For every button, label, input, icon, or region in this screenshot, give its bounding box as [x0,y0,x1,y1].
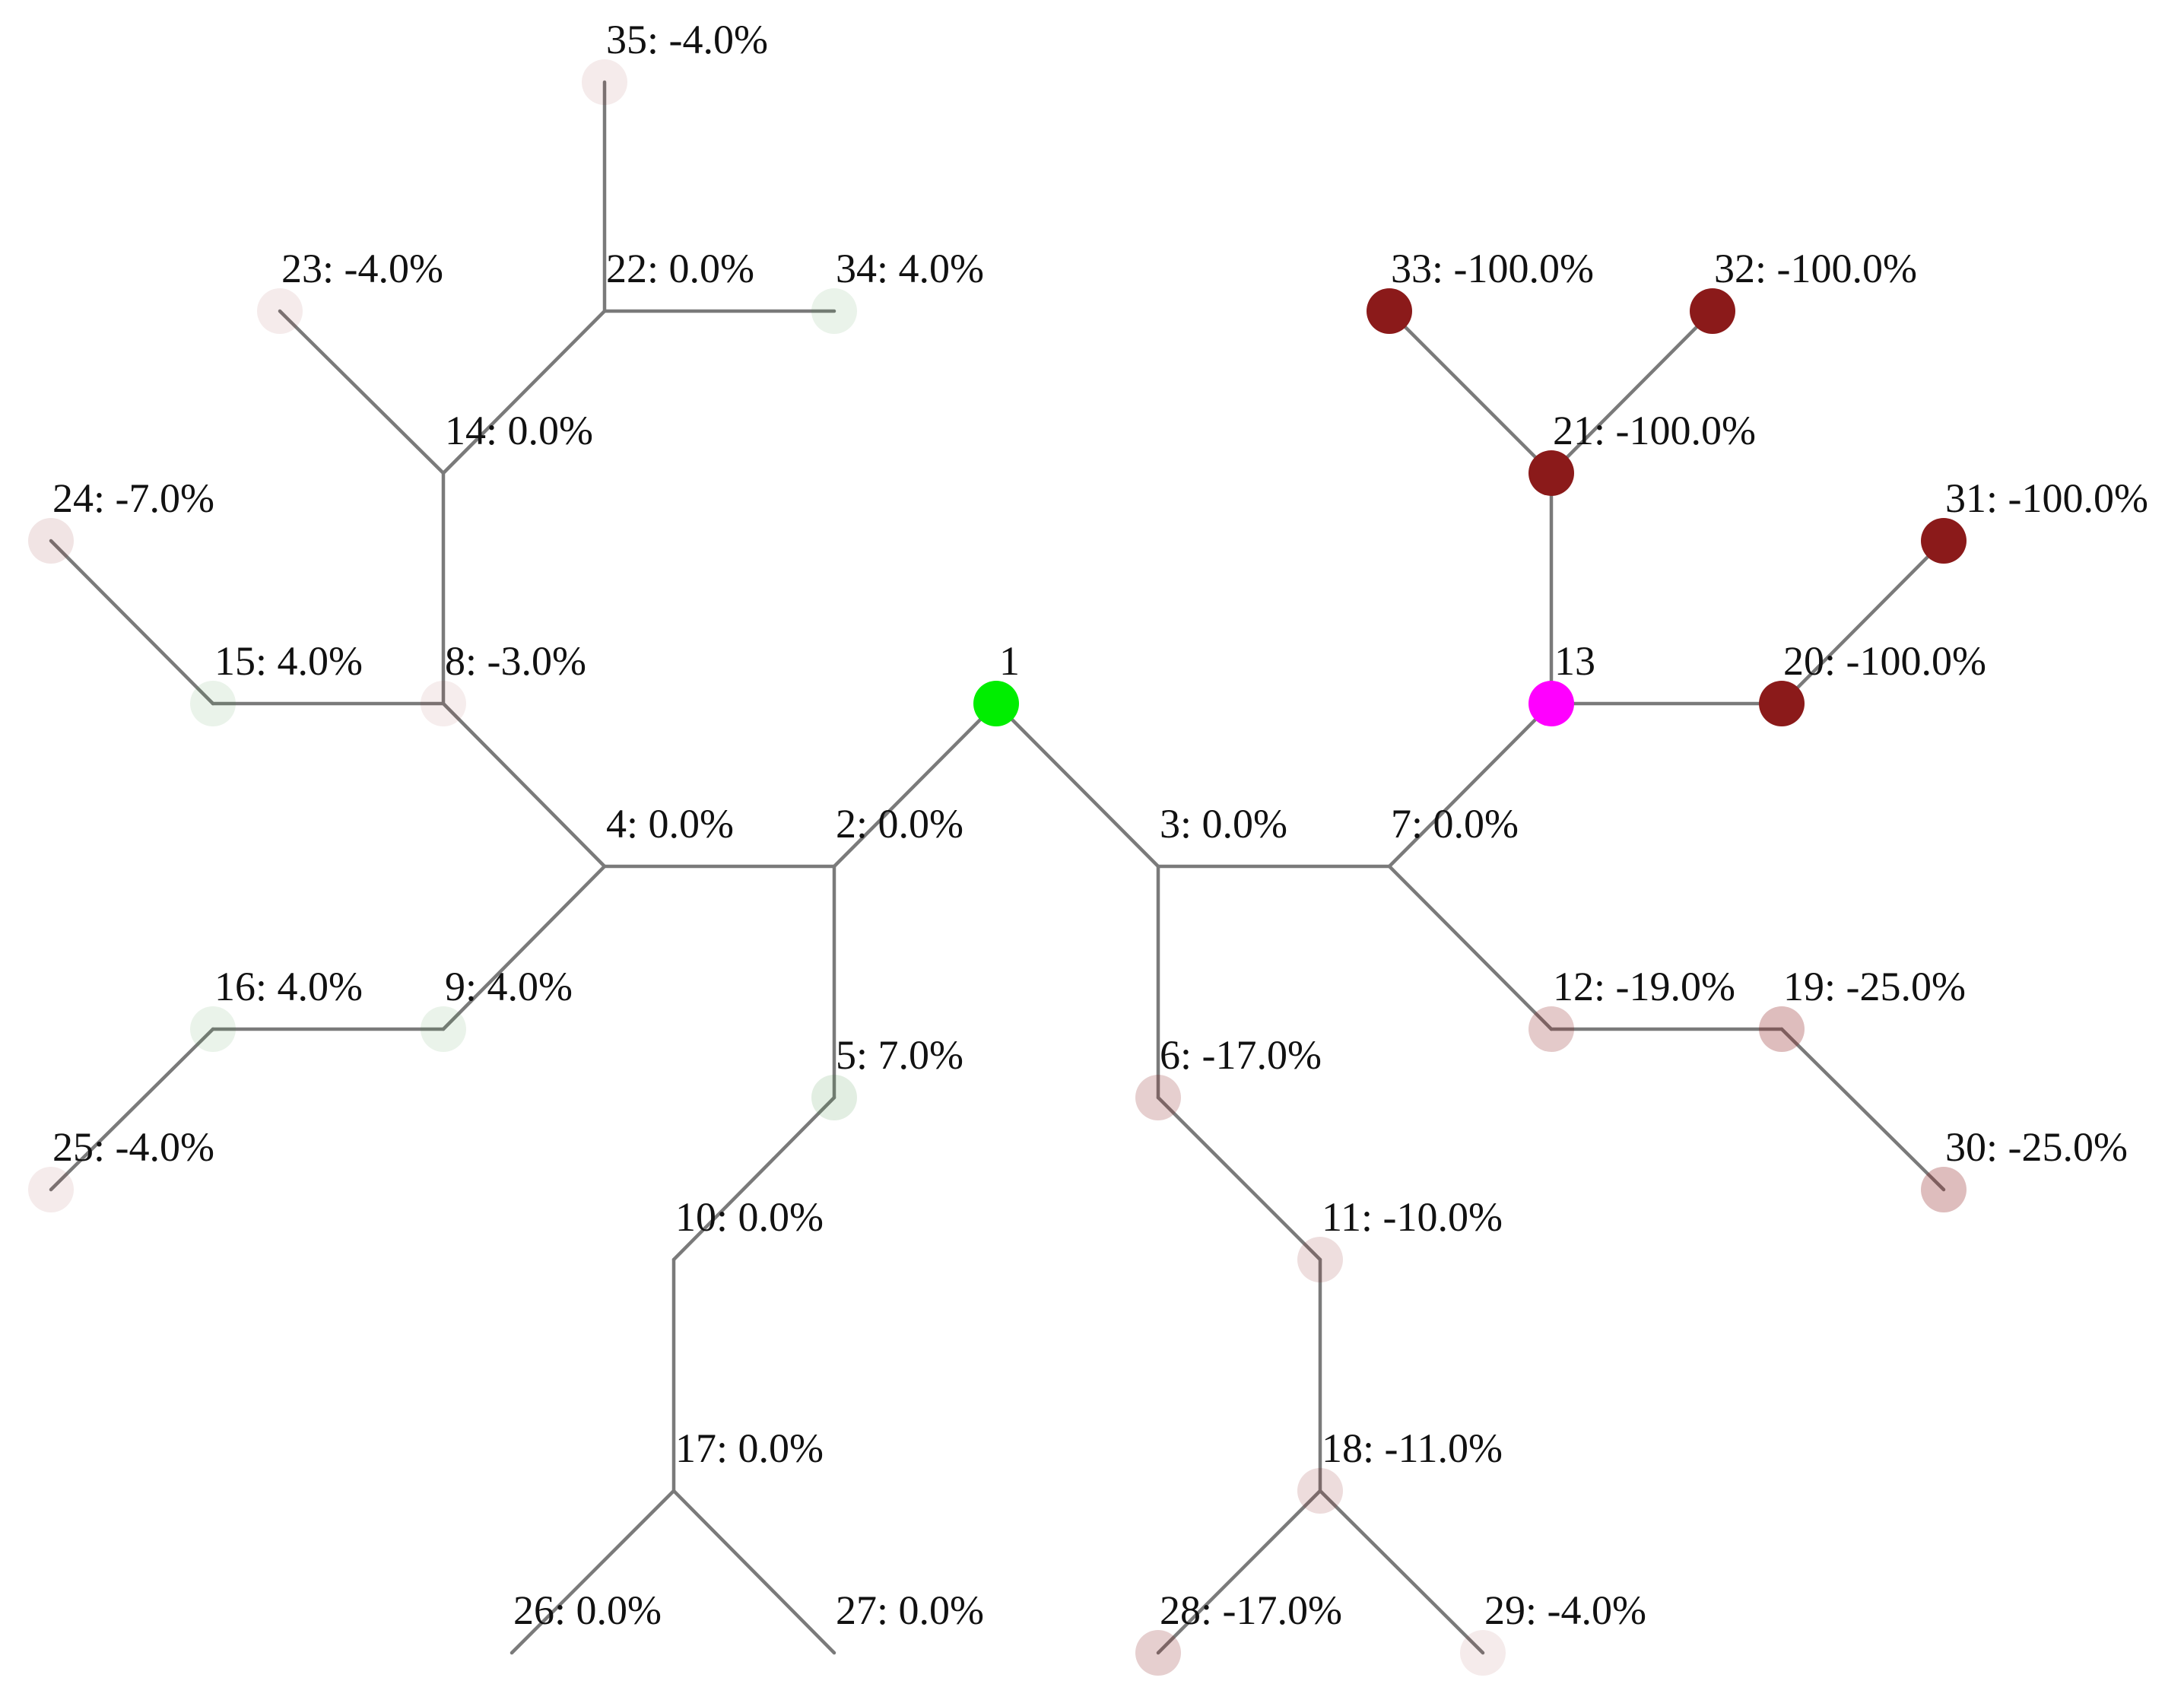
node-label-25: 25: -4.0% [52,1124,214,1170]
edge-18-28 [1156,1489,1322,1655]
node-3 [1135,844,1181,889]
node-label-16: 16: 4.0% [214,964,363,1009]
edge-4-8 [441,701,607,869]
node-label-18: 18: -11.0% [1322,1425,1503,1471]
node-label-7: 7: 0.0% [1391,801,1519,847]
edge-1-2 [832,701,998,869]
edge-7-12 [1387,864,1554,1031]
node-30 [1921,1167,1967,1212]
node-35 [582,59,627,105]
node-10 [651,1237,697,1282]
nodes-layer [28,59,1967,1676]
node-16 [190,1006,236,1052]
node-label-19: 19: -25.0% [1783,964,1966,1009]
node-12 [1528,1006,1574,1052]
node-label-30: 30: -25.0% [1945,1124,2128,1170]
node-27 [811,1630,857,1676]
node-5 [811,1075,857,1120]
node-24 [28,518,74,564]
node-label-26: 26: 0.0% [513,1587,662,1633]
node-label-21: 21: -100.0% [1553,408,1756,453]
node-label-34: 34: 4.0% [836,246,984,291]
node-15 [190,681,236,726]
node-label-14: 14: 0.0% [445,408,593,453]
node-34 [811,288,857,334]
node-label-22: 22: 0.0% [606,246,754,291]
edge-17-27 [671,1489,836,1655]
node-label-33: 33: -100.0% [1391,246,1594,291]
node-26 [489,1630,535,1676]
edge-18-29 [1318,1489,1485,1655]
node-2 [811,844,857,889]
node-7 [1367,844,1412,889]
node-14 [421,450,466,496]
node-25 [28,1167,74,1212]
node-label-32: 32: -100.0% [1714,246,1917,291]
node-label-17: 17: 0.0% [675,1425,824,1471]
node-label-29: 29: -4.0% [1484,1587,1646,1633]
node-label-9: 9: 4.0% [445,964,573,1009]
node-17 [651,1468,697,1514]
edge-19-30 [1779,1027,1946,1192]
node-6 [1135,1075,1181,1120]
node-28 [1135,1630,1181,1676]
edge-14-22 [441,309,607,475]
edge-21-32 [1549,309,1715,475]
node-label-20: 20: -100.0% [1783,638,1986,684]
node-13 [1528,681,1574,726]
node-18 [1297,1468,1343,1514]
node-label-24: 24: -7.0% [52,475,214,521]
node-label-6: 6: -17.0% [1160,1032,1322,1078]
node-label-35: 35: -4.0% [606,17,768,62]
edge-21-33 [1387,309,1554,475]
node-1 [973,681,1019,726]
node-23 [257,288,303,334]
edge-4-9 [441,864,607,1031]
node-8 [421,681,466,726]
edge-15-24 [49,539,215,706]
node-label-15: 15: 4.0% [214,638,363,684]
node-32 [1690,288,1735,334]
node-33 [1367,288,1412,334]
edge-16-25 [49,1027,215,1192]
node-31 [1921,518,1967,564]
node-29 [1460,1630,1506,1676]
node-label-23: 23: -4.0% [281,246,443,291]
edge-1-3 [994,701,1160,869]
node-label-28: 28: -17.0% [1160,1587,1342,1633]
node-label-10: 10: 0.0% [675,1194,824,1240]
node-19 [1759,1006,1805,1052]
edge-17-26 [509,1489,676,1655]
node-label-12: 12: -19.0% [1553,964,1735,1009]
edge-14-23 [278,309,446,475]
node-label-31: 31: -100.0% [1945,475,2148,521]
edge-6-11 [1156,1095,1322,1262]
node-label-1: 1 [999,638,1020,684]
node-21 [1528,450,1574,496]
edge-7-13 [1387,701,1554,869]
node-label-2: 2: 0.0% [836,801,963,847]
node-label-27: 27: 0.0% [836,1587,984,1633]
node-20 [1759,681,1805,726]
node-label-8: 8: -3.0% [445,638,586,684]
edge-5-10 [671,1095,836,1262]
node-22 [582,288,627,334]
node-9 [421,1006,466,1052]
node-label-11: 11: -10.0% [1322,1194,1503,1240]
node-label-13: 13 [1554,638,1595,684]
node-4 [582,844,627,889]
edge-20-31 [1779,539,1946,706]
node-label-5: 5: 7.0% [836,1032,963,1078]
node-11 [1297,1237,1343,1282]
labels-layer: 1 2: 0.0% 3: 0.0% 4: 0.0% 5: 7.0% 6: -17.0% 7:… [52,17,2148,1633]
node-label-4: 4: 0.0% [606,801,734,847]
edges-layer [49,80,1946,1655]
node-label-3: 3: 0.0% [1160,801,1287,847]
